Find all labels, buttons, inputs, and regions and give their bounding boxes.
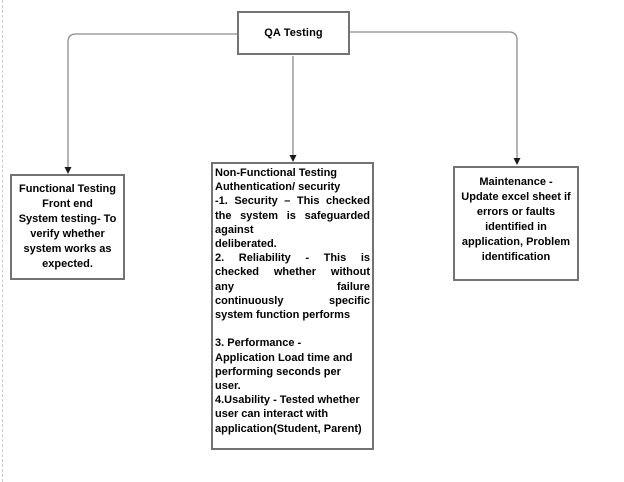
arrow-down-icon bbox=[64, 167, 72, 174]
node-text-line: identification bbox=[481, 251, 551, 263]
node-text-line: deliberated. bbox=[215, 238, 277, 251]
node-text-line: user can interact with bbox=[215, 408, 329, 421]
node-text-line: the system is safeguarded bbox=[215, 209, 370, 222]
node-text-line: user. bbox=[215, 380, 241, 393]
node-text-line: System testing- To bbox=[18, 213, 117, 225]
page-margin-guide bbox=[2, 0, 3, 482]
node-text-line: against bbox=[215, 223, 254, 236]
node-text-line: Maintenance - bbox=[479, 176, 553, 188]
node-text-line bbox=[215, 322, 370, 336]
node-text-line: Update excel sheet if bbox=[461, 191, 571, 203]
node-text-line: Non-Functional Testing bbox=[215, 167, 338, 179]
node-qa-testing-label: QA Testing bbox=[264, 27, 323, 39]
node-text-line: checked whether without bbox=[215, 266, 370, 279]
arrow-down-icon bbox=[513, 158, 521, 165]
node-text-line: any failure bbox=[215, 280, 370, 293]
node-text-line: Functional Testing bbox=[19, 183, 116, 195]
node-text-line: Application Load time and bbox=[215, 351, 353, 364]
connector-qa-to-functional bbox=[67, 33, 237, 167]
node-text-line: 2. Reliability - This is bbox=[215, 252, 370, 265]
node-text-line: continuously specific bbox=[215, 294, 370, 307]
arrow-down-icon bbox=[289, 155, 297, 162]
connector-qa-to-maintenance bbox=[350, 31, 518, 158]
node-text-line: errors or faults bbox=[476, 206, 556, 218]
node-maintenance[interactable]: Maintenance - Update excel sheet if errors… bbox=[453, 166, 579, 281]
node-qa-testing[interactable]: QA Testing bbox=[237, 11, 350, 55]
node-text-line: performing seconds per bbox=[215, 365, 341, 378]
node-text-line: Front end bbox=[42, 198, 93, 210]
node-text-line: application, Problem bbox=[461, 236, 571, 248]
node-text-line: Authentication/ security bbox=[215, 181, 341, 194]
node-text-line: system function performs bbox=[215, 309, 351, 322]
node-text-line: expected. bbox=[42, 258, 93, 270]
node-text-line: -1. Security – This checked bbox=[215, 195, 370, 208]
node-text-line: 4.Usability - Tested whether bbox=[215, 394, 360, 407]
node-text-line: verify whether bbox=[30, 228, 105, 240]
node-text-line: 3. Performance - bbox=[215, 337, 302, 350]
node-text-line: application(Student, Parent) bbox=[215, 422, 362, 435]
node-text-line: system works as bbox=[23, 243, 112, 255]
node-text-line: identified in bbox=[485, 221, 547, 233]
